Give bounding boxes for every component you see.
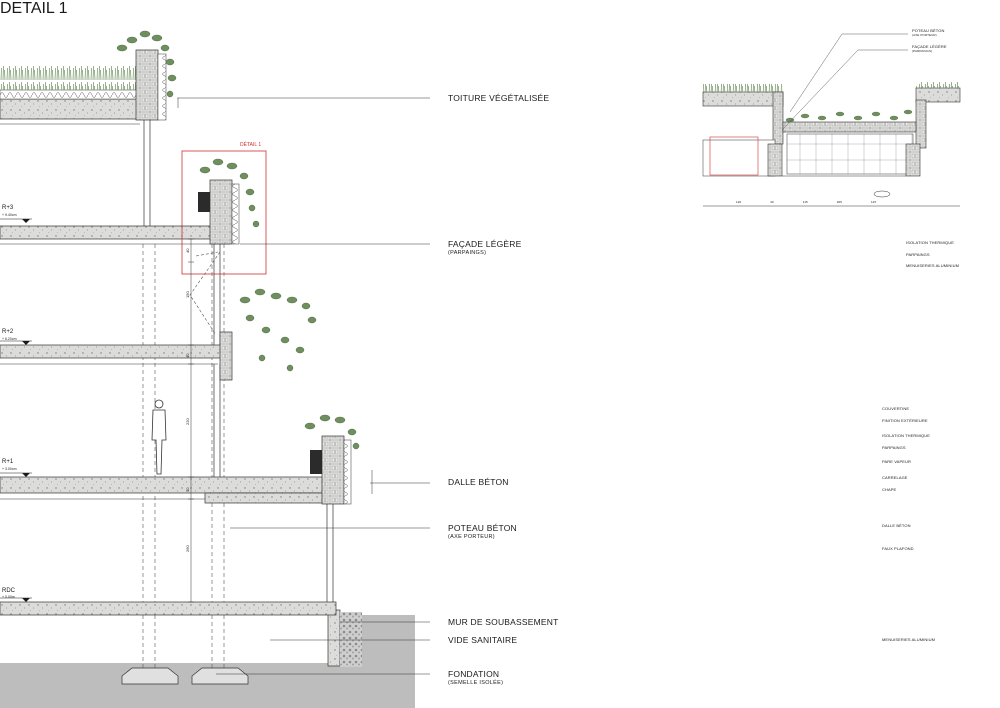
planter-r3-soil bbox=[198, 192, 210, 212]
vdetail-label: DALLE BÉTON bbox=[882, 523, 911, 528]
level-elevation: + 6.20cm bbox=[2, 337, 17, 341]
plan-dim: 120 bbox=[736, 200, 742, 204]
label-vide: VIDE SANITAIRE bbox=[448, 635, 518, 645]
dimension-text: 150 bbox=[185, 291, 190, 298]
foundation-wall bbox=[327, 609, 341, 667]
label-poteau: POTEAU BÉTON (AXE PORTEUR) bbox=[448, 522, 517, 542]
slab-r1-beam bbox=[204, 492, 337, 504]
slab-r3 bbox=[0, 225, 231, 240]
slab-r2 bbox=[0, 344, 231, 359]
level-marker-r3: R+3 + 9.40cm bbox=[0, 205, 32, 223]
dimension-text: 220 bbox=[185, 418, 190, 425]
roof-slab bbox=[0, 98, 151, 120]
label-facade-title: FAÇADE LÉGÈRE bbox=[448, 239, 522, 249]
plan-label-poteau: POTEAU BÉTON (AXE PORTEUR) bbox=[912, 28, 944, 37]
level-elevation: + 3.00cm bbox=[2, 467, 17, 471]
dimension-text: 40 bbox=[185, 353, 190, 358]
plan-dim: 115 bbox=[871, 200, 877, 204]
plan-dim: 305 bbox=[836, 200, 843, 204]
label-poteau-sub: (AXE PORTEUR) bbox=[448, 534, 495, 541]
vdetail-label: PARE VAPEUR bbox=[882, 459, 911, 464]
detail-tag: DÉTAIL 1 bbox=[240, 141, 261, 148]
roof-grass bbox=[0, 66, 138, 90]
hdetail-label: ISOLATION THERMIQUE bbox=[906, 240, 954, 245]
plan-label-facade-title: FAÇADE LÉGÈRE bbox=[912, 44, 947, 49]
crawl-space bbox=[0, 615, 332, 663]
label-mur: MUR DE SOUBASSEMENT bbox=[448, 617, 559, 627]
slab-r1 bbox=[0, 476, 337, 494]
planter-r1-soil bbox=[310, 450, 322, 474]
plan-label-facade: FAÇADE LÉGÈRE (PARPAINGS) bbox=[912, 44, 947, 53]
level-marker-r2: R+2 + 6.20cm bbox=[0, 329, 32, 345]
vdetail-label: FINITION EXTÉRIEURE bbox=[882, 418, 928, 423]
backfill-gravel bbox=[340, 612, 362, 667]
slab-rdc bbox=[0, 601, 337, 616]
label-fondation-title: FONDATION bbox=[448, 669, 500, 679]
vdetail-label: MENUISERIES ALUMINIUM bbox=[882, 637, 935, 642]
label-poteau-title: POTEAU BÉTON bbox=[448, 523, 517, 533]
vdetail-label: CARRELAGE bbox=[882, 475, 908, 480]
plan-label-facade-sub: (PARPAINGS) bbox=[912, 49, 933, 53]
footing-right bbox=[191, 667, 249, 685]
label-dalle: DALLE BÉTON bbox=[448, 477, 509, 487]
label-fondation: FONDATION (SEMELLE ISOLÉE) bbox=[448, 668, 503, 688]
vdetail-label: CHAPE bbox=[882, 487, 897, 492]
dimension-chain: 40 150 40 220 40 260 bbox=[185, 238, 194, 603]
level-elevation: + 9.40cm bbox=[2, 213, 17, 217]
plan-label-poteau-title: POTEAU BÉTON bbox=[912, 28, 945, 33]
level-name: R+3 bbox=[2, 205, 14, 211]
floor-slabs bbox=[0, 98, 337, 616]
ceiling-lines bbox=[0, 123, 230, 500]
hdetail-label: PARPAINGS bbox=[906, 252, 930, 257]
offset-lines bbox=[189, 251, 221, 336]
main-leaders bbox=[177, 97, 430, 675]
level-name: RDC bbox=[2, 588, 16, 594]
plan-detail-leaders bbox=[781, 33, 908, 131]
label-facade-sub: (PARPAINGS) bbox=[448, 250, 487, 257]
plan-dims: 120 40 115 305 115 bbox=[736, 200, 876, 204]
level-name: R+1 bbox=[2, 459, 14, 465]
planter-r3 bbox=[209, 179, 233, 245]
label-fondation-sub: (SEMELLE ISOLÉE) bbox=[448, 680, 504, 687]
plan-dim: 115 bbox=[802, 200, 808, 204]
roof-parapet bbox=[135, 49, 159, 121]
hdetail-label: MENUISERIES ALUMINIUM bbox=[906, 263, 959, 268]
plan-label-poteau-sub: (AXE PORTEUR) bbox=[912, 33, 937, 37]
level-name: R+2 bbox=[2, 329, 14, 335]
dimension-text: 260 bbox=[185, 545, 190, 552]
roof-parapet-insul bbox=[157, 53, 167, 121]
planter-r3-insul bbox=[231, 183, 240, 245]
plan-dim: 40 bbox=[770, 200, 774, 204]
plants bbox=[116, 30, 360, 450]
plan-detail-tag: DETAIL 1 bbox=[0, 0, 68, 17]
column-axes bbox=[142, 244, 225, 668]
footing-left bbox=[121, 667, 179, 685]
planter-r1 bbox=[321, 435, 345, 505]
detail-frame bbox=[181, 150, 267, 275]
vdetail-label: FAUX PLAFOND bbox=[882, 546, 914, 551]
level-marker-r1: R+1 + 3.00cm bbox=[0, 459, 32, 477]
dimension-text: 40 bbox=[185, 487, 190, 492]
dimension-text: 40 bbox=[185, 248, 190, 253]
level-elevation: + 0.00m bbox=[2, 595, 15, 599]
level-marker-rdc: RDC + 0.00m bbox=[0, 588, 32, 602]
roof-insulation bbox=[0, 89, 139, 100]
main-section bbox=[0, 30, 415, 708]
vdetail-label: PARPAINGS bbox=[882, 445, 906, 450]
planter-r1-insul bbox=[343, 439, 352, 505]
human-figure bbox=[151, 399, 167, 475]
label-facade: FAÇADE LÉGÈRE (PARPAINGS) bbox=[448, 238, 521, 258]
vdetail-label: ISOLATION THERMIQUE bbox=[882, 433, 930, 438]
vdetail-label: COUVERTINE bbox=[882, 406, 910, 411]
planter-r2 bbox=[219, 331, 233, 381]
plan-detail bbox=[702, 80, 961, 207]
label-toiture: TOITURE VÉGÉTALISÉE bbox=[448, 93, 550, 103]
